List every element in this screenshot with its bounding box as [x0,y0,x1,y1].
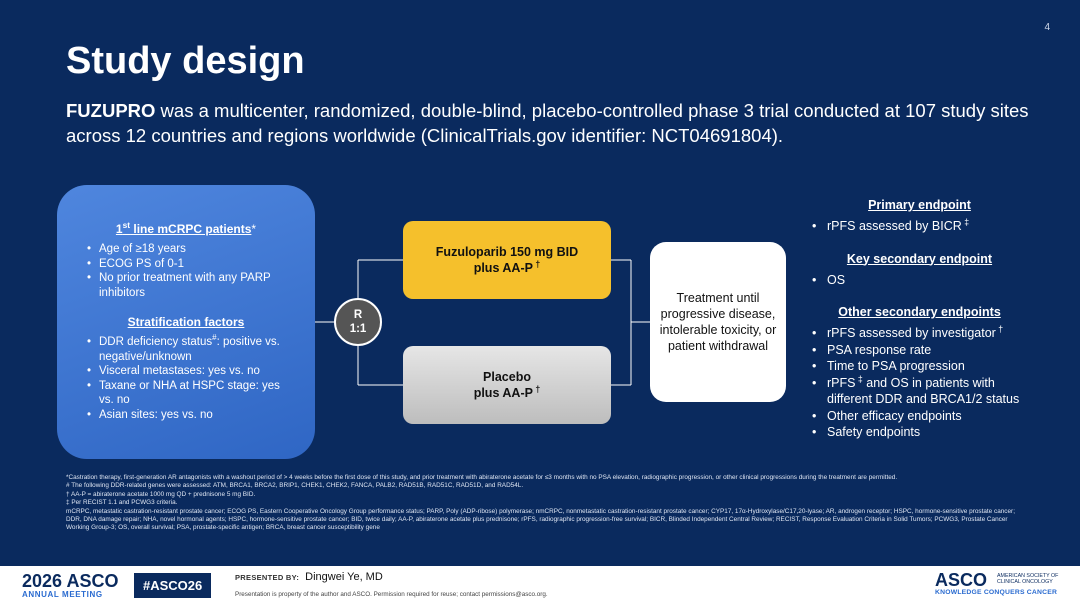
eligibility-heading: 1st line mCRPC patients * [77,220,295,236]
subtitle-text: was a multicenter, randomized, double-bl… [66,100,1029,146]
presented-by: PRESENTED BY: Dingwei Ye, MD [235,571,383,583]
eligibility-heading-text: line mCRPC patients [130,222,252,236]
arm-combo: plus AA-P † [473,383,541,401]
footnote: # The following DDR-related genes were a… [66,482,524,490]
footnote: † AA-P = abiraterone acetate 1000 mg QD … [66,490,256,498]
endpoint-item: rPFS ‡ and OS in patients with different… [812,373,1027,408]
asco-society-logo: ASCO AMERICAN SOCIETY OF CLINICAL ONCOLO… [935,570,1058,596]
page-number: 4 [1044,22,1050,33]
endpoint-text: rPFS assessed by investigator [827,326,996,340]
logo-meeting: ANNUAL MEETING [22,590,103,599]
subtitle: FUZUPRO was a multicenter, randomized, d… [66,98,1046,148]
footnote: *Castration therapy, first-generation AR… [66,474,898,481]
strat-text-post: : positive vs. negative/unknown [99,336,280,363]
society-brand: ASCO [935,570,988,590]
arm-combo-text: plus AA-P [473,386,533,400]
arm-drug: Fuzuloparib 150 mg BID [435,245,579,259]
primary-endpoint-heading: Primary endpoint [868,198,971,212]
footnote: ‡ Per RECIST 1.1 and PCWG3 criteria. [66,499,178,507]
treatment-box: Treatment until progressive disease, int… [650,242,786,402]
arm-combo-mark: † [532,258,541,269]
endpoints-panel: Primary endpoint rPFS assessed by BICR ‡… [812,198,1027,441]
endpoint-sup: ‡ [855,373,863,384]
endpoint-item: rPFS assessed by BICR ‡ [812,216,1027,235]
randomization-label: R [353,309,363,321]
eligibility-box: 1st line mCRPC patients * Age of ≥18 yea… [57,185,315,459]
other-secondary-heading: Other secondary endpoints [838,305,1001,319]
logo-brand: ASCO [66,571,119,591]
endpoint-item: Safety endpoints [812,424,1027,441]
eligibility-heading-sup: st [122,220,131,230]
arm-placebo: Placebo plus AA-P † [403,346,611,424]
asco-annual-meeting-logo: 2026 ASCO ANNUAL MEETING [22,571,119,599]
subtitle-trial-name: FUZUPRO [66,100,156,121]
presenter-name: Dingwei Ye, MD [305,571,383,583]
endpoint-text: rPFS [827,375,856,390]
page-title: Study design [66,40,305,82]
endpoint-text: rPFS assessed by BICR [827,219,962,233]
stratification-item: Taxane or NHA at HSPC stage: yes vs. no [87,379,295,408]
key-secondary-heading: Key secondary endpoint [846,251,993,266]
endpoint-text-post: and OS in patients with different DDR an… [827,375,1020,407]
eligibility-item: ECOG PS of 0-1 [87,257,295,272]
eligibility-item: Age of ≥18 years [87,242,295,257]
stratification-item: Asian sites: yes vs. no [87,408,295,423]
stratification-item: DDR deficiency status#: positive vs. neg… [87,333,295,364]
endpoint-item: Other efficacy endpoints [812,408,1027,425]
endpoint-item: PSA response rate [812,342,1027,359]
arm-fuzuloparib: Fuzuloparib 150 mg BID plus AA-P † [403,221,611,299]
arm-combo-mark: † [532,383,541,394]
footer-bar: 2026 ASCO ANNUAL MEETING #ASCO26 PRESENT… [0,566,1080,608]
stratification-item: Visceral metastases: yes vs. no [87,364,295,379]
arm-combo-text: plus AA-P [473,261,533,275]
other-secondary-list: rPFS assessed by investigator † PSA resp… [812,323,1027,441]
arm-combo: plus AA-P † [473,258,541,276]
arm-drug: Placebo [483,370,531,384]
endpoint-sup: † [995,323,1004,334]
endpoint-sup: ‡ [961,216,970,227]
hashtag-badge: #ASCO26 [134,573,212,598]
primary-endpoint-list: rPFS assessed by BICR ‡ [812,216,1027,235]
strat-sup: # [212,333,217,343]
footnote: mCRPC, metastatic castration-resistant p… [66,507,1015,532]
eligibility-heading-mark: * [251,222,257,236]
slide: 4 Study design FUZUPRO was a multicenter… [0,0,1080,566]
society-name: AMERICAN SOCIETY OF CLINICAL ONCOLOGY [997,573,1059,586]
logo-year: 2026 [22,571,63,591]
strat-text: DDR deficiency status [99,336,213,348]
stratification-list: DDR deficiency status#: positive vs. neg… [77,333,295,423]
key-secondary-list: OS [812,272,1027,289]
presented-by-label: PRESENTED BY: [235,573,300,582]
eligibility-heading-num: 1 [115,222,123,236]
stratification-heading: Stratification factors [127,315,245,329]
endpoint-item: rPFS assessed by investigator † [812,323,1027,342]
endpoint-item: Time to PSA progression [812,358,1027,375]
endpoint-item: OS [812,272,1027,289]
footnotes: *Castration therapy, first-generation AR… [66,474,1026,533]
randomization-node: R 1:1 [334,298,382,346]
disclaimer: Presentation is property of the author a… [235,591,548,598]
eligibility-list: Age of ≥18 years ECOG PS of 0-1 No prior… [77,242,295,300]
society-tagline: KNOWLEDGE CONQUERS CANCER [935,589,1058,596]
randomization-ratio: 1:1 [349,323,367,335]
eligibility-item: No prior treatment with any PARP inhibit… [87,271,295,300]
